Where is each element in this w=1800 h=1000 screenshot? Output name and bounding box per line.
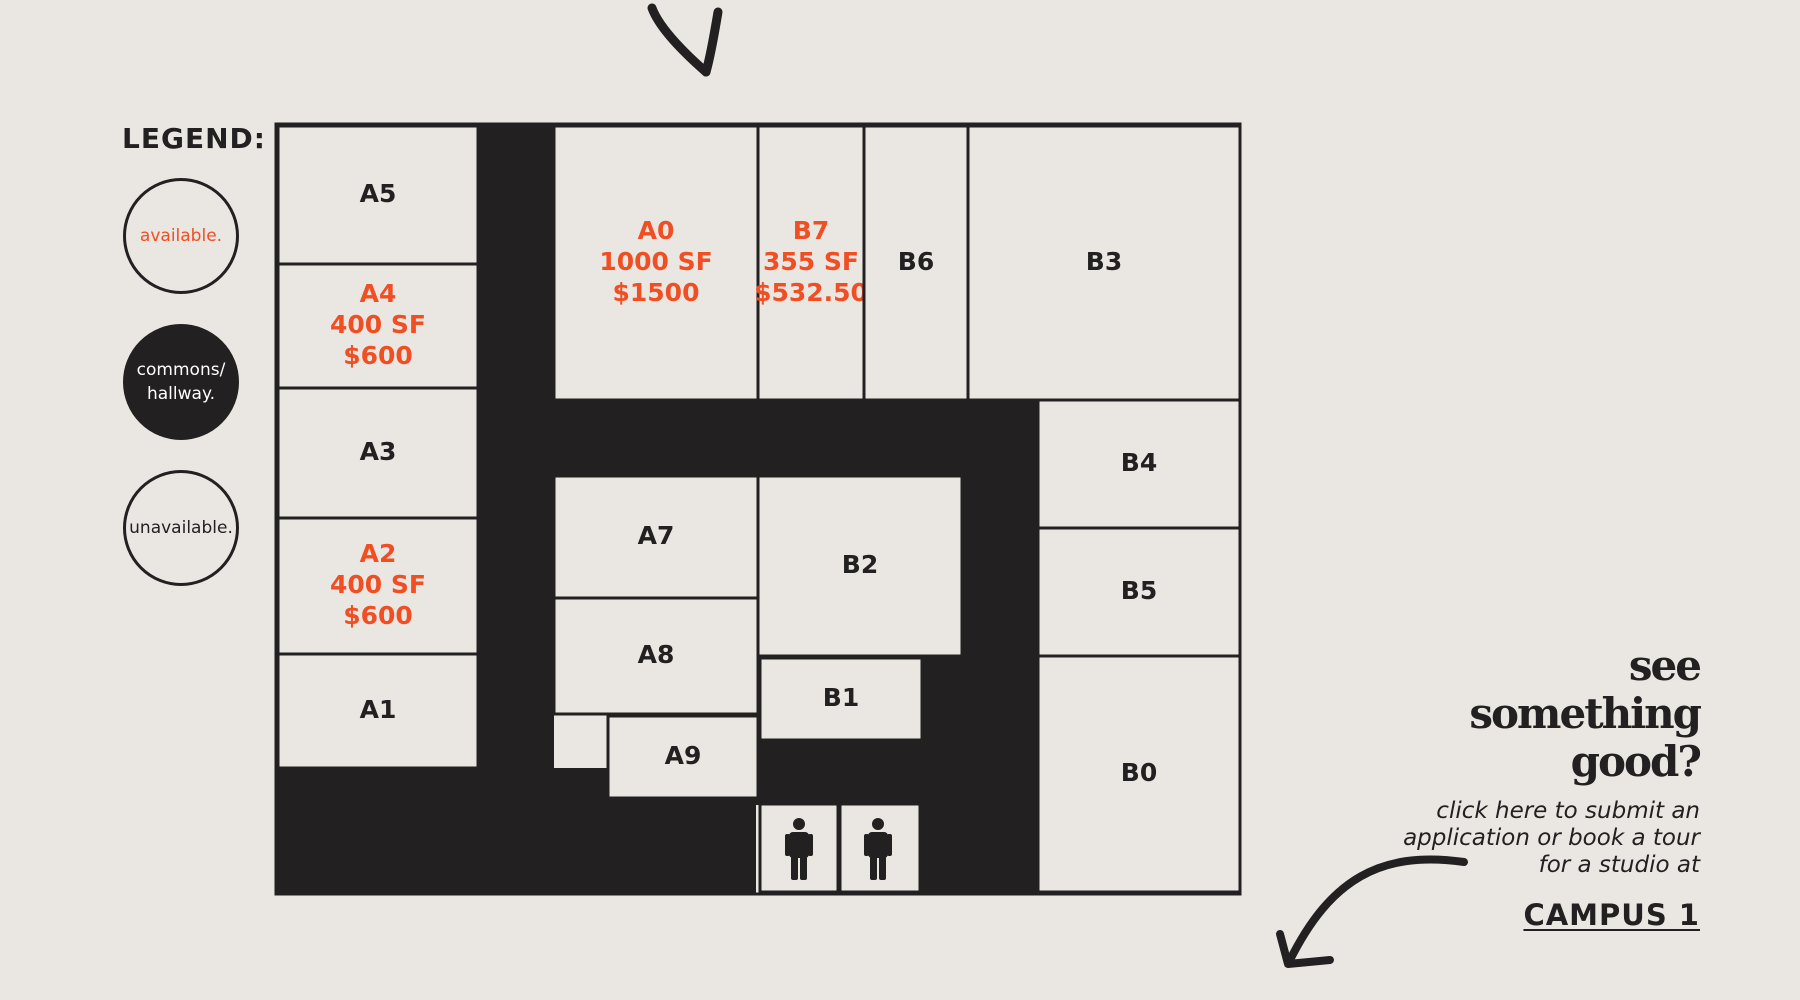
room-size-label: 355 SF <box>763 247 859 276</box>
room-id-label: A1 <box>360 695 397 724</box>
person-icon <box>785 818 813 880</box>
room-a9: A9 <box>606 714 760 800</box>
room-box <box>552 474 760 600</box>
room-price-label: $600 <box>343 601 413 630</box>
room-box <box>756 124 866 402</box>
room-id-label: A2 <box>360 539 397 568</box>
room-box <box>758 656 924 742</box>
room-id-label: A3 <box>360 437 397 466</box>
room-id-label: A0 <box>638 216 675 245</box>
legend-commons-label: commons/ hallway. <box>136 360 226 404</box>
room-a7: A7 <box>552 474 760 600</box>
cta-heading: see something good? <box>1469 641 1702 786</box>
room-box <box>862 124 970 402</box>
legend-available: available. <box>123 178 239 294</box>
room-box <box>966 124 1242 402</box>
room-b5: B5 <box>1036 526 1242 658</box>
room-id-label: B6 <box>898 247 934 276</box>
room-box <box>276 386 480 520</box>
room-b1: B1 <box>758 656 924 742</box>
room-a8: A8 <box>552 596 760 716</box>
curved-arrow-icon <box>1276 855 1468 968</box>
room-id-label: B0 <box>1121 758 1157 787</box>
legend-unavailable: unavailable. <box>123 470 239 586</box>
legend-title: LEGEND: <box>122 122 266 155</box>
room-b4: B4 <box>1036 398 1242 530</box>
room-price-label: $600 <box>343 341 413 370</box>
room-box <box>1036 398 1242 530</box>
room-box <box>276 124 480 266</box>
room-id-label: A5 <box>360 179 397 208</box>
cta-description: click here to submit an application or b… <box>1403 798 1700 878</box>
room-box <box>552 596 760 716</box>
room-id-label: B4 <box>1121 448 1157 477</box>
room-box <box>276 652 480 770</box>
room-size-label: 400 SF <box>330 310 426 339</box>
restrooms <box>758 802 922 894</box>
room-box <box>276 262 480 390</box>
room-id-label: A7 <box>638 521 675 550</box>
room-box <box>1036 654 1242 894</box>
room-id-label: B5 <box>1121 576 1157 605</box>
room-id-label: B7 <box>793 216 829 245</box>
room-price-label: $1500 <box>613 278 700 307</box>
room-a5: A5 <box>276 124 480 266</box>
room-id-label: A8 <box>638 640 675 669</box>
room-id-label: B1 <box>823 683 859 712</box>
room-box <box>606 714 760 800</box>
room-id-label: A9 <box>665 741 702 770</box>
room-size-label: 1000 SF <box>599 247 712 276</box>
room-price-label: $532.50 <box>754 278 868 307</box>
legend-unavailable-label: unavailable. <box>129 518 233 538</box>
room-a1: A1 <box>276 652 480 770</box>
room-b2: B2 <box>756 474 964 658</box>
room-size-label: 400 SF <box>330 570 426 599</box>
arrow-down-icon <box>647 3 723 77</box>
room-id-label: B2 <box>842 550 878 579</box>
room-a3: A3 <box>276 386 480 520</box>
room-b3: B3 <box>966 124 1242 402</box>
campus-link[interactable]: CAMPUS 1 <box>1523 898 1700 932</box>
legend-available-label: available. <box>139 226 223 246</box>
person-icon <box>864 818 892 880</box>
room-b6: B6 <box>862 124 970 402</box>
room-b0: B0 <box>1036 654 1242 894</box>
legend-commons: commons/ hallway. <box>123 324 239 440</box>
room-box <box>552 124 760 402</box>
room-box <box>756 474 964 658</box>
room-id-label: A4 <box>360 279 397 308</box>
room-id-label: B3 <box>1086 247 1122 276</box>
